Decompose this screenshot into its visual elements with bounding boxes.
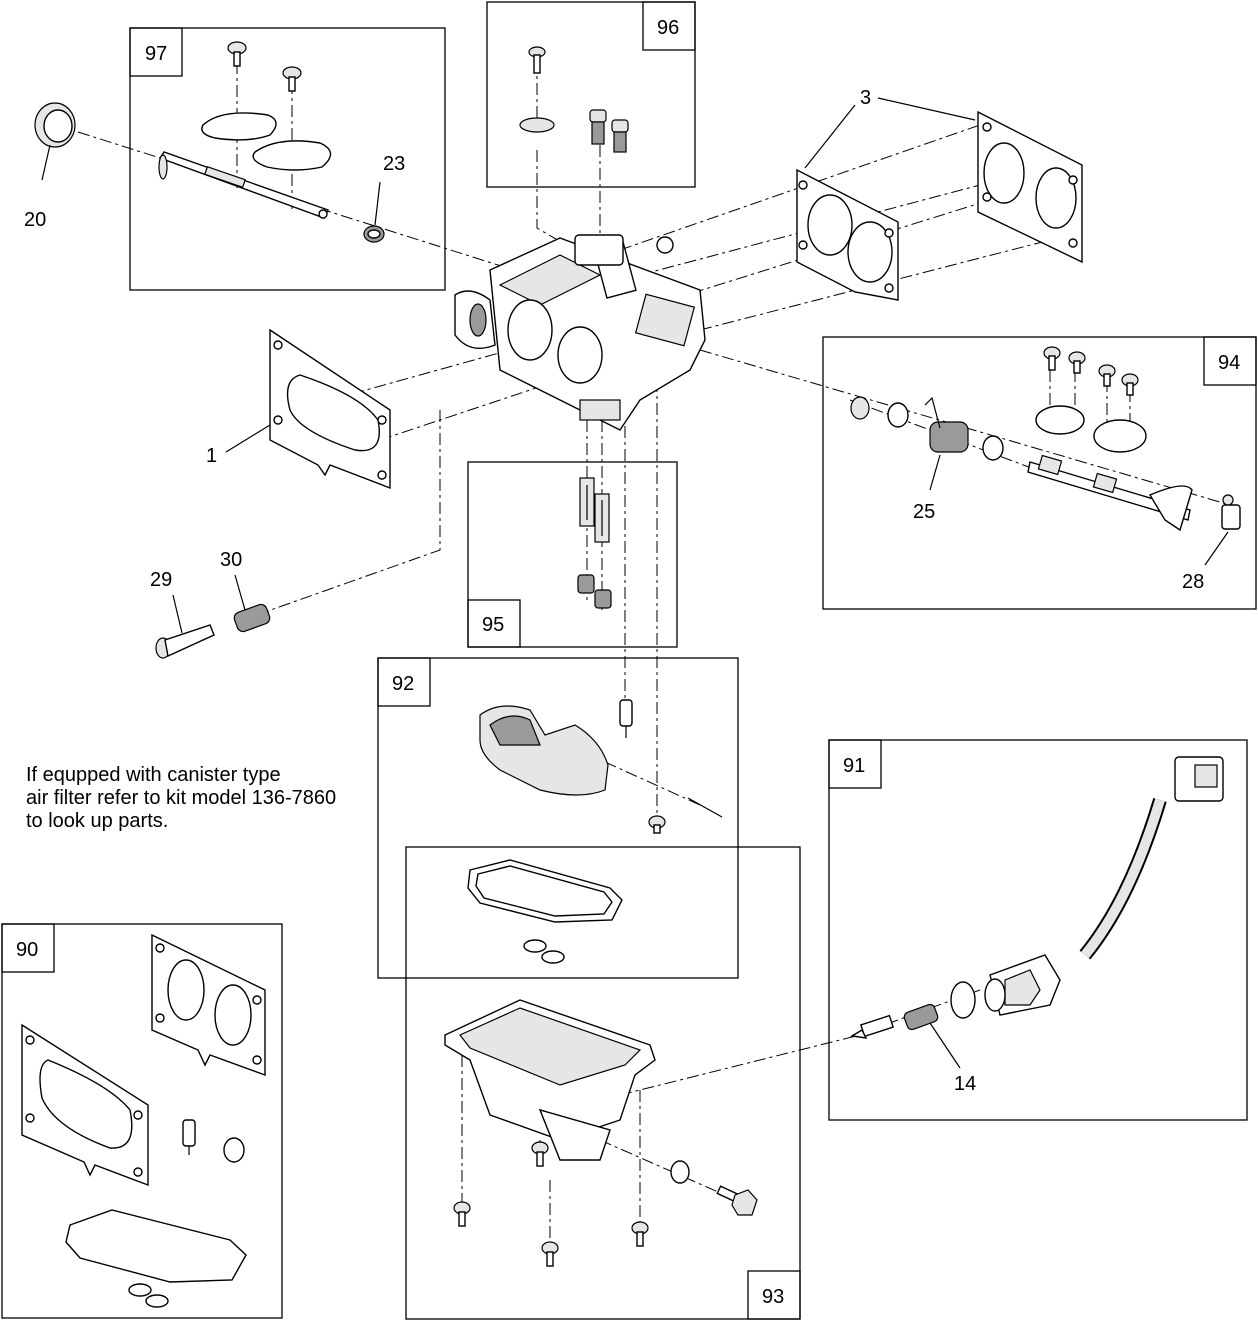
throttle-plate	[201, 112, 277, 141]
kit-90-intake-gasket	[151, 933, 266, 1076]
kit-93-parts	[444, 859, 758, 1267]
kit-96-parts	[519, 46, 629, 153]
kit-90-washer	[223, 1137, 245, 1163]
kit-91-parts	[849, 756, 1224, 1039]
emulsion-tube-2	[594, 493, 610, 543]
choke-washer	[982, 435, 1004, 461]
bowl-bolt	[716, 1185, 758, 1216]
note-line-1: If equpped with canister type	[26, 764, 281, 786]
bushing	[887, 402, 909, 428]
float-bowl	[444, 999, 656, 1161]
choke-spring	[924, 396, 969, 453]
kit-90-label: 90	[16, 939, 38, 961]
dust-seal-ring	[34, 102, 76, 148]
fuel-solenoid	[984, 756, 1224, 1016]
idle-mixture-spring	[233, 603, 271, 633]
idle-screw	[528, 46, 546, 74]
callout-3: 3	[860, 87, 871, 109]
air-filter-gasket	[269, 328, 391, 490]
choke-plate-2	[1093, 419, 1147, 453]
o-rings	[523, 939, 565, 964]
choke-plate-screw-4	[1121, 373, 1139, 396]
kit-90-inlet-needle	[182, 1119, 196, 1155]
inlet-needle	[619, 699, 633, 738]
solenoid-spring	[903, 1003, 939, 1031]
emulsion-tube	[579, 477, 595, 527]
canister-filter-note: If equpped with canister type air filter…	[26, 764, 386, 833]
kit-94-box: 94	[822, 336, 1257, 610]
idle-jet	[589, 109, 607, 145]
callout-25: 25	[913, 501, 935, 523]
solenoid-plunger	[849, 1014, 895, 1039]
note-line-2: air filter refer to kit model 136-7860	[26, 787, 337, 809]
kit-90-o-rings	[128, 1283, 169, 1308]
callout-30: 30	[220, 549, 242, 571]
throttle-plate-2	[252, 140, 332, 171]
callout-28: 28	[1182, 571, 1204, 593]
callout-leaders	[41, 97, 1229, 1069]
float-bowl-drain-screw	[648, 815, 666, 834]
callout-1: 1	[206, 445, 217, 467]
bowl-bolt-washer	[670, 1160, 690, 1184]
kit-95-box: 95	[467, 461, 678, 648]
choke-plate	[1035, 405, 1085, 435]
choke-shaft	[1027, 454, 1193, 532]
kit-90-parts	[21, 933, 266, 1308]
choke-plate-screw-2	[1068, 351, 1086, 374]
kit-96-box: 96	[486, 1, 696, 188]
kit-96-label: 96	[657, 17, 679, 39]
kit-90-air-filter-gasket	[21, 1023, 149, 1187]
bowl-screw-4	[631, 1221, 649, 1247]
main-jet-2	[594, 589, 612, 609]
kit-94-label: 94	[1218, 352, 1240, 374]
kit-93-label: 93	[762, 1286, 784, 1308]
callout-29: 29	[150, 569, 172, 591]
kit-92-label: 92	[392, 673, 414, 695]
bowl-screw-3	[541, 1241, 559, 1267]
bowl-screw-2	[531, 1141, 549, 1167]
carburetor-body	[454, 234, 706, 431]
kit-90-bowl-gasket	[65, 1209, 247, 1283]
idle-jet-2	[611, 119, 629, 153]
choke-plate-screw	[1043, 346, 1061, 371]
washer	[519, 117, 555, 133]
main-jet	[577, 574, 595, 594]
kit-95-parts	[577, 477, 612, 609]
callout-23: 23	[383, 153, 405, 175]
kit-93-box: 93	[405, 846, 801, 1320]
kit-91-box: 91	[828, 739, 1248, 1121]
kit-97-parts	[158, 41, 385, 243]
kit-95-label: 95	[482, 614, 504, 636]
kit-97-box: 97	[129, 27, 446, 291]
kit-97-label: 97	[145, 43, 167, 65]
note-line-3: to look up parts.	[26, 810, 169, 832]
intake-gasket-front	[796, 168, 899, 301]
choke-plate-screw-3	[1098, 364, 1116, 387]
throttle-plate-screw-2	[282, 66, 302, 92]
float-pin	[687, 797, 723, 818]
solenoid-washer	[950, 981, 976, 1019]
throttle-return-spring	[363, 225, 385, 243]
bowl-screw	[453, 1201, 471, 1227]
kit-92-parts	[479, 699, 723, 834]
idle-mixture-screw	[155, 624, 215, 659]
choke-clip	[1221, 494, 1241, 530]
callout-14: 14	[954, 1073, 976, 1095]
intake-gasket-rear	[977, 110, 1083, 264]
throttle-shaft	[158, 151, 329, 219]
throttle-plate-screw	[227, 41, 247, 67]
kit-94-parts	[850, 346, 1241, 532]
kit-91-label: 91	[843, 755, 865, 777]
kit-90-box: 90	[1, 923, 283, 1319]
seal	[850, 396, 870, 420]
float	[479, 705, 609, 796]
kit-92-box: 92	[377, 657, 739, 979]
callout-20: 20	[24, 209, 46, 231]
